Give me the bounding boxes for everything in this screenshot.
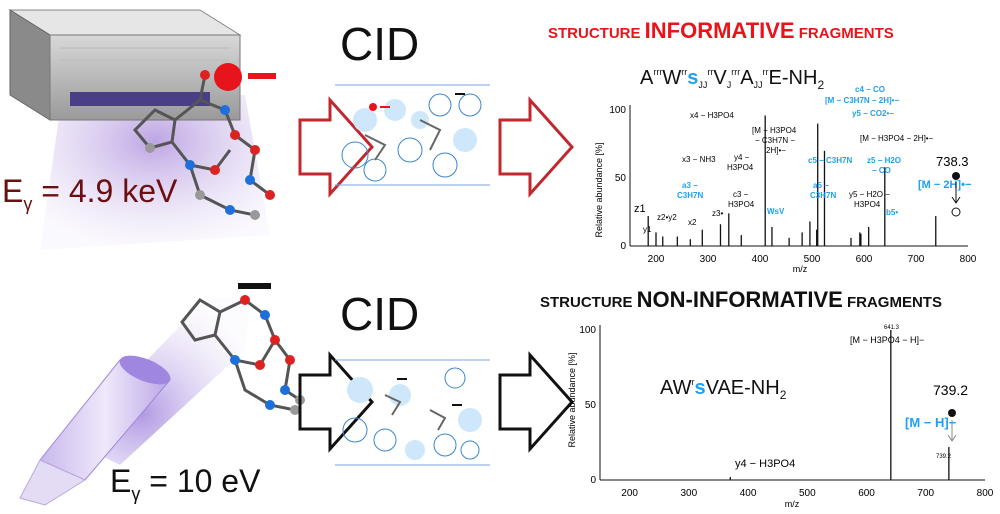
ann-z1: z1 bbox=[634, 203, 646, 215]
ann-x3: x3 − NH3 bbox=[682, 155, 716, 164]
top-arrow-1-icon bbox=[298, 96, 375, 198]
top-xtick-label: 800 bbox=[960, 254, 977, 265]
top-ytick-label: 100 bbox=[609, 105, 626, 116]
ann-y4b: H3PO4 bbox=[727, 163, 754, 172]
bottom-base-label: [M − H3PO4 − H]− bbox=[850, 335, 924, 345]
undulator-box-icon bbox=[8, 9, 242, 121]
top-xtick-label: 700 bbox=[908, 254, 925, 265]
bottom-ytick-label: 0 bbox=[590, 475, 596, 486]
ann-a5b: C3H7N bbox=[810, 191, 836, 200]
top-heading: STRUCTURE INFORMATIVE FRAGMENTS bbox=[548, 18, 894, 43]
ann-m-h3po4-3: 2H]•− bbox=[766, 146, 786, 155]
ann-y5: y5 − H2O − bbox=[849, 190, 890, 199]
ann-m-c3h7n: [M − C3H7N − 2H]•− bbox=[825, 96, 899, 105]
bottom-xtick-label: 600 bbox=[858, 488, 875, 499]
top-annotations: x4 − H3PO4 [M − H3PO4 − C3H7N − 2H]•− [M… bbox=[634, 111, 934, 234]
top-cid-label: CID bbox=[340, 18, 419, 70]
top-ytick-label: 50 bbox=[615, 173, 627, 184]
ann-z2y2: z2•y2 bbox=[657, 213, 677, 222]
top-cid-chamber bbox=[335, 84, 490, 186]
open-dot-icon bbox=[951, 207, 961, 217]
top-xlabel: m/z bbox=[793, 264, 808, 274]
bottom-precursor-mz: 739.2 bbox=[933, 382, 968, 398]
ann-b5: b5• bbox=[886, 208, 898, 217]
ann-a5: a5 − bbox=[813, 181, 829, 190]
ann-z5b: − CO bbox=[872, 166, 891, 175]
bottom-xlabel: m/z bbox=[785, 499, 800, 509]
top-energy-label: Eγ = 4.9 keV bbox=[2, 173, 178, 214]
bottom-arrow-1-icon bbox=[298, 351, 375, 453]
ann-a3: a3 − bbox=[682, 181, 698, 190]
ann-y1: y1 bbox=[643, 225, 652, 234]
top-spectrum: Relative abundance [%] m/z 0 50 100 200 300… bbox=[594, 85, 977, 274]
ann-wsv: WsV bbox=[767, 207, 785, 216]
bottom-energy-label: Eγ = 10 eV bbox=[110, 463, 261, 504]
bottom-heading: STRUCTURE NON-INFORMATIVE FRAGMENTS bbox=[540, 287, 942, 312]
top-ytick-label: 0 bbox=[620, 241, 626, 252]
bottom-cid-label: CID bbox=[340, 288, 419, 340]
top-peptide-sequence: ArrrWrrsJJrrVJrrrAJJrrE-NH2 bbox=[640, 67, 824, 92]
bottom-precursor-label: [M − H]− bbox=[905, 415, 957, 430]
bottom-base-value: 641.3 bbox=[884, 325, 900, 331]
top-source: Eγ = 4.9 keV bbox=[2, 9, 276, 250]
ann-c3: c3 − bbox=[733, 190, 749, 199]
bottom-peptide-sequence: AWrsVAE-NH2 bbox=[660, 377, 787, 402]
minus-sign-icon-bottom bbox=[238, 283, 271, 289]
ann-z5: z5 − H2O bbox=[867, 156, 901, 165]
bottom-precursor-value: 739.2 bbox=[936, 454, 952, 460]
ann-m-h3po4: [M − H3PO4 bbox=[752, 126, 797, 135]
ann-m-h3po4-2h: [M − H3PO4 − 2H]•− bbox=[860, 134, 934, 143]
ann-y5b: H3PO4 bbox=[854, 200, 881, 209]
bottom-arrow-2-icon bbox=[498, 351, 575, 453]
bottom-cid-chamber bbox=[335, 359, 490, 466]
bottom-xtick-label: 300 bbox=[681, 488, 698, 499]
minus-sign-icon bbox=[248, 73, 276, 79]
ann-m-2h: [M − 2H]•− bbox=[918, 179, 971, 191]
bottom-xtick-label: 500 bbox=[799, 488, 816, 499]
top-xtick-label: 600 bbox=[856, 254, 873, 265]
bottom-xtick-label: 400 bbox=[740, 488, 757, 499]
bottom-ylabel: Relative abundance [%] bbox=[567, 352, 577, 447]
ann-y4: y4 − bbox=[734, 153, 750, 162]
bottom-ytick-label: 100 bbox=[579, 325, 596, 336]
top-xtick-label: 400 bbox=[752, 254, 769, 265]
molecule-atoms bbox=[145, 70, 275, 220]
red-dot-icon bbox=[214, 63, 242, 91]
bottom-xtick-label: 700 bbox=[917, 488, 934, 499]
bottom-spectrum: Relative abundance [%] m/z 0 50 100 200 300… bbox=[567, 325, 994, 509]
ann-y5-co2: y5 − CO2•− bbox=[852, 109, 894, 118]
bottom-source: Eγ = 10 eV bbox=[19, 283, 305, 506]
ann-c3b: H3PO4 bbox=[728, 200, 755, 209]
vial-icon bbox=[19, 355, 171, 506]
ann-z3: z3• bbox=[712, 209, 723, 218]
top-precursor-mz: 738.3 bbox=[936, 154, 969, 169]
filled-dot-icon-bottom bbox=[948, 409, 956, 417]
bottom-ytick-label: 50 bbox=[585, 400, 597, 411]
ann-a3b: C3H7N bbox=[677, 191, 703, 200]
top-ylabel: Relative abundance [%] bbox=[594, 142, 604, 237]
ann-c5: c5 − C3H7N bbox=[808, 156, 852, 165]
bottom-y4-label: y4 − H3PO4 bbox=[735, 458, 795, 470]
ann-x2: x2 bbox=[688, 218, 697, 227]
top-annotations-blue: c4 − CO [M − C3H7N − 2H]•− y5 − CO2•− c5… bbox=[677, 85, 971, 217]
top-xtick-label: 300 bbox=[700, 254, 717, 265]
top-xtick-label: 200 bbox=[648, 254, 665, 265]
ann-m-h3po4-2: − C3H7N − bbox=[755, 136, 795, 145]
bottom-xtick-label: 800 bbox=[977, 488, 994, 499]
ann-x4: x4 − H3PO4 bbox=[690, 111, 734, 120]
ann-c4-co: c4 − CO bbox=[855, 85, 885, 94]
bottom-xtick-label: 200 bbox=[621, 488, 638, 499]
top-xtick-label: 500 bbox=[804, 254, 821, 265]
filled-dot-icon bbox=[952, 172, 960, 180]
top-arrow-2-icon bbox=[498, 96, 575, 198]
